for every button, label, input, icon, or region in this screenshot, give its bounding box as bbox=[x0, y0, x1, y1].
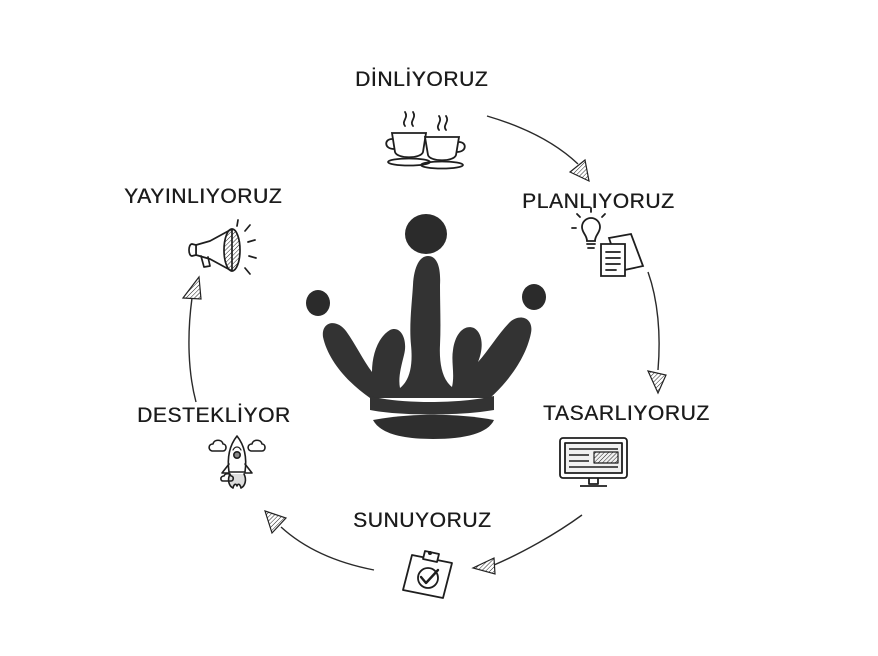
megaphone-icon bbox=[188, 219, 257, 275]
coffee-cups-icon bbox=[385, 111, 466, 170]
rocket-icon bbox=[208, 435, 266, 489]
step-label-design: TASARLIYORUZ bbox=[543, 402, 710, 425]
arrow-listen-to-plan bbox=[486, 115, 590, 183]
step-label-listen: DİNLİYORUZ bbox=[355, 68, 489, 91]
clipboard-check-icon bbox=[402, 550, 453, 599]
step-label-present: SUNUYORUZ bbox=[353, 509, 492, 532]
step-label-support: DESTEKLİYOR bbox=[137, 404, 291, 427]
lightbulb-documents-icon bbox=[571, 207, 645, 277]
arrow-present-to-support bbox=[264, 510, 375, 571]
step-label-plan: PLANLIYORUZ bbox=[522, 190, 675, 213]
step-label-publish: YAYINLIYORUZ bbox=[124, 185, 283, 208]
arrow-design-to-present bbox=[471, 514, 583, 575]
monitor-icon bbox=[559, 437, 628, 487]
arrow-support-to-publish bbox=[181, 275, 202, 403]
arrow-plan-to-design bbox=[646, 271, 667, 395]
crown-logo-icon bbox=[306, 214, 546, 439]
